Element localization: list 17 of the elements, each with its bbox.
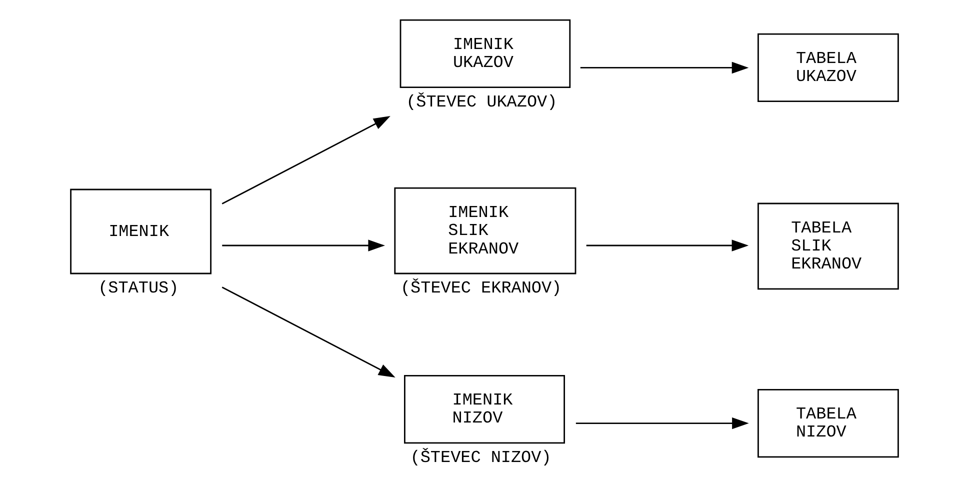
arrow bbox=[221, 116, 390, 204]
node-box: TABELA SLIK EKRANOV bbox=[757, 202, 898, 290]
arrow bbox=[580, 62, 748, 74]
arrow bbox=[221, 286, 395, 378]
node-box: IMENIK SLIK EKRANOV bbox=[394, 187, 576, 274]
node-box: IMENIK NIZOV bbox=[404, 375, 564, 444]
node-label: (ŠTEVEC NIZOV) bbox=[410, 448, 551, 468]
node-label: (ŠTEVEC UKAZOV) bbox=[406, 93, 557, 112]
node-box: TABELA NIZOV bbox=[757, 389, 898, 458]
arrow bbox=[586, 240, 748, 252]
node-box: IMENIK bbox=[70, 188, 211, 274]
arrow bbox=[222, 240, 385, 252]
arrow bbox=[575, 417, 748, 430]
node-label: (ŠTEVEC EKRANOV) bbox=[400, 280, 562, 299]
node-box: IMENIK UKAZOV bbox=[399, 19, 570, 88]
node-label: (STATUS) bbox=[98, 280, 178, 299]
node-box: TABELA UKAZOV bbox=[757, 33, 898, 102]
